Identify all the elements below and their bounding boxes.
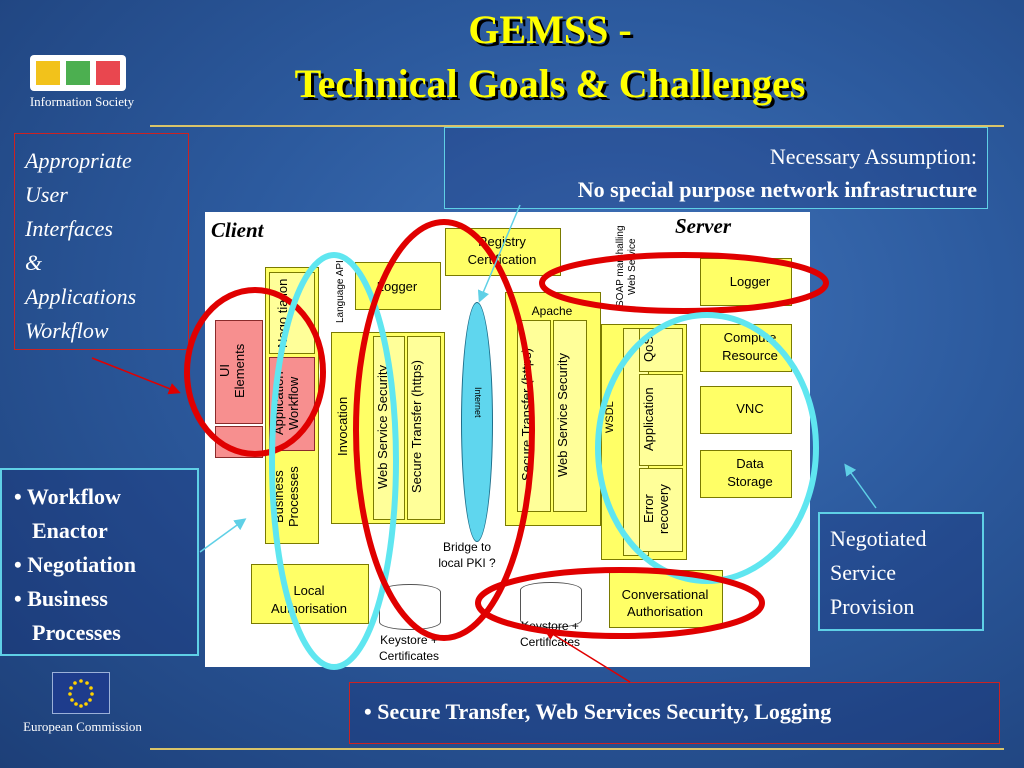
keystore-client-line2: Certificates bbox=[378, 649, 440, 663]
keystore-client-line1: Keystore + bbox=[380, 633, 438, 647]
assumption-box: Necessary Assumption: No special purpose… bbox=[444, 127, 988, 209]
client-label: Client bbox=[211, 218, 264, 242]
title-divider bbox=[150, 125, 1004, 127]
data-storage-line1: Data bbox=[736, 456, 764, 471]
user-interfaces-box: Appropriate User Interfaces & Applicatio… bbox=[14, 133, 189, 350]
server-wss-box bbox=[553, 320, 587, 512]
eu-flag-icon bbox=[52, 672, 110, 714]
ui-box-line: Applications bbox=[25, 284, 137, 309]
workflow-bullet: • Negotiation bbox=[14, 552, 136, 577]
ui-box-line: & bbox=[25, 250, 43, 275]
ui-box-line: Appropriate bbox=[25, 148, 132, 173]
arrow-security bbox=[543, 628, 631, 683]
workflow-bullet-cont: Enactor bbox=[32, 518, 108, 543]
vnc-label: VNC bbox=[736, 401, 764, 416]
security-bullet: • Secure Transfer, Web Services Security… bbox=[364, 699, 832, 724]
page-title-line1: GEMSS - bbox=[468, 7, 632, 52]
compute-line2: Resource bbox=[722, 348, 778, 363]
assumption-text: No special purpose network infrastructur… bbox=[577, 177, 977, 202]
european-commission-label: European Commission bbox=[23, 719, 142, 734]
bridge-line1: Bridge to bbox=[442, 540, 492, 554]
arrow-negotiated bbox=[844, 463, 877, 509]
conv-auth-line1: Conversational bbox=[621, 587, 709, 602]
logo-square-red bbox=[96, 61, 120, 85]
negotiated-line: Negotiated bbox=[830, 526, 927, 551]
client-logger-label: Logger bbox=[376, 279, 418, 294]
arrow-ui bbox=[91, 357, 181, 395]
assumption-heading: Necessary Assumption: bbox=[769, 144, 977, 169]
negotiated-line: Service bbox=[830, 560, 896, 585]
vnc-box bbox=[700, 386, 792, 434]
logo-square-green bbox=[66, 61, 90, 85]
information-society-logo bbox=[30, 55, 126, 91]
workflow-bullet: • Workflow bbox=[14, 484, 121, 509]
ui-elements-box bbox=[215, 320, 263, 424]
ui-elements-ellipse bbox=[184, 287, 326, 457]
workflow-box: • Workflow Enactor • Negotiation • Busin… bbox=[0, 468, 199, 656]
arrow-assumption bbox=[477, 204, 521, 303]
internet-security-ellipse bbox=[353, 219, 535, 641]
server-logger-label: Logger bbox=[729, 274, 771, 289]
client-https-box bbox=[407, 336, 441, 520]
server-label: Server bbox=[675, 214, 731, 238]
registry-line2: Certification bbox=[467, 252, 537, 267]
logo-square-yellow bbox=[36, 61, 60, 85]
registry-line1: Registry bbox=[478, 234, 526, 249]
bridge-line2: local PKI ? bbox=[438, 556, 496, 570]
client-logger-box bbox=[355, 262, 441, 310]
ui-box-line: Interfaces bbox=[25, 216, 113, 241]
negotiated-service-box: Negotiated Service Provision bbox=[818, 512, 984, 631]
data-storage-box bbox=[700, 450, 792, 498]
registry-box bbox=[445, 228, 561, 276]
ui-box-line: User bbox=[25, 182, 68, 207]
keystore-server-cylinder bbox=[520, 582, 582, 628]
application-box bbox=[639, 374, 683, 466]
footer-divider bbox=[150, 748, 1004, 750]
security-box: • Secure Transfer, Web Services Security… bbox=[349, 682, 1000, 744]
auth-ellipse bbox=[475, 567, 765, 639]
data-storage-line2: Storage bbox=[727, 474, 773, 489]
workflow-bullet: • Business bbox=[14, 586, 108, 611]
keystore-server-line2: Certificates bbox=[519, 635, 581, 649]
internet-cloud bbox=[461, 302, 493, 542]
server-app-ellipse bbox=[595, 312, 819, 584]
client-security-ellipse bbox=[269, 252, 399, 670]
information-society-label: Information Society bbox=[29, 94, 135, 109]
negotiated-line: Provision bbox=[830, 594, 915, 619]
conv-auth-line2: Authorisation bbox=[627, 604, 703, 619]
local-auth-line1: Local bbox=[293, 583, 325, 598]
workflow-bullet-cont: Processes bbox=[32, 620, 121, 645]
logger-ellipse bbox=[539, 252, 829, 314]
page-title-line2: Technical Goals & Challenges bbox=[294, 61, 806, 106]
internet-label: Internet bbox=[473, 386, 483, 418]
apache-label: Apache bbox=[531, 304, 573, 318]
arrow-workflow bbox=[199, 518, 247, 553]
error-recovery-box bbox=[639, 468, 683, 552]
local-auth-box bbox=[251, 564, 369, 624]
ui-box-line: Workflow bbox=[25, 318, 109, 343]
